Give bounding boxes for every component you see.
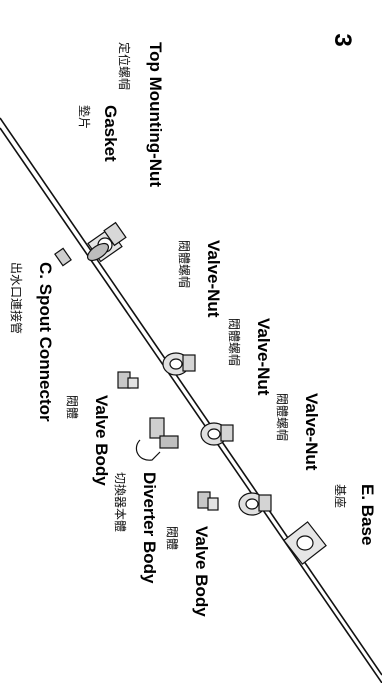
- valve-body-1-label-zh: 閥體: [65, 395, 79, 419]
- deck-plate: [0, 117, 382, 683]
- valve-nut-3-part: [238, 492, 272, 516]
- spout-connector-part: [54, 247, 72, 267]
- valve-body-2-part: [197, 491, 219, 511]
- valve-nut-2-label-zh: 閥體螺帽: [227, 318, 242, 366]
- top-mounting-nut-label-zh: 定位螺帽: [117, 42, 132, 90]
- valve-nut-2-part: [200, 422, 234, 446]
- spout-connector-label: C. Spout Connector: [36, 262, 55, 422]
- gasket-part: [86, 242, 110, 262]
- valve-nut-2-label: Valve-Nut: [254, 318, 273, 396]
- top-mounting-nut-label: Top Mounting-Nut: [146, 42, 165, 187]
- base-label: E. Base: [358, 484, 377, 545]
- step-number: 3: [329, 33, 356, 46]
- gasket-label: Gasket: [101, 105, 120, 162]
- diverter-body-label-zh: 切換器本體: [113, 472, 127, 532]
- base-label-zh: 基座: [333, 484, 348, 508]
- diverter-body-label: Diverter Body: [140, 472, 159, 584]
- valve-nut-3-label-zh: 閥體螺帽: [275, 393, 290, 441]
- base-part: [283, 521, 327, 565]
- spout-connector-label-zh: 出水口連接管: [9, 262, 24, 334]
- valve-body-2-label-zh: 閥體: [165, 526, 179, 550]
- valve-nut-3-label: Valve-Nut: [302, 393, 321, 471]
- valve-nut-1-label: Valve-Nut: [204, 240, 223, 318]
- gasket-label-zh: 墊片: [77, 105, 91, 129]
- diverter-body-part: [135, 417, 179, 461]
- valve-body-1-label: Valve Body: [92, 395, 111, 486]
- valve-body-1-part: [117, 371, 139, 389]
- valve-nut-1-label-zh: 閥體螺帽: [177, 240, 192, 288]
- valve-nut-1-part: [162, 352, 196, 376]
- valve-body-2-label: Valve Body: [192, 526, 211, 617]
